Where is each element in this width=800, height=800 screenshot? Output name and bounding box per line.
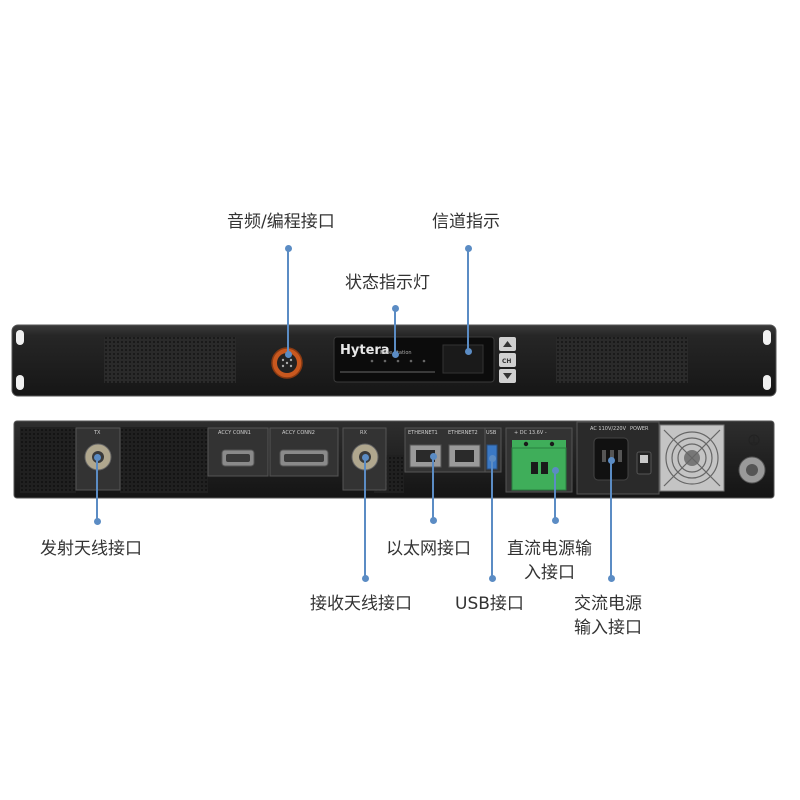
rack-hole [16,330,24,345]
callout-status: 状态指示灯 [345,273,430,293]
svg-text:TX: TX [93,430,101,436]
callout-audio-prog: 音频/编程接口 [227,212,335,232]
status-led [383,359,387,363]
leader-dot [488,454,496,462]
leader-dc [554,470,556,520]
svg-text:USB: USB [486,430,497,436]
leader-dot [93,517,101,525]
channel-display [442,344,484,374]
callout-dc: 直流电源输 入接口 [507,537,592,585]
ch-button [499,353,516,367]
rear-panel: TX ACCY CONN1 ACCY CONN2 RX ETHERNET1 ET… [13,420,775,499]
callout-tx-antenna: 发射天线接口 [40,539,142,559]
leader-dot [464,347,472,355]
leader-rx [364,457,366,578]
status-led [409,359,413,363]
svg-text:RX: RX [360,430,367,436]
svg-text:POWER: POWER [630,426,649,432]
dc-terminal-top [512,440,566,448]
rack-hole [763,330,771,345]
callout-ac-line2: 输入接口 [574,618,642,638]
status-led [396,359,400,363]
svg-text:ETHERNET1: ETHERNET1 [408,430,438,436]
leader-dot [488,574,496,582]
leader-dot [464,244,472,252]
callout-ac: 交流电源 输入接口 [574,592,642,640]
leader-dot [93,453,101,461]
leader-dot [429,452,437,460]
callout-rx-antenna: 接收天线接口 [310,594,412,614]
leader-dot [607,574,615,582]
led-label-strip [340,371,435,373]
leader-usb [491,458,493,578]
leader-dot [284,244,292,252]
callout-dc-line1: 直流电源输 [507,539,592,559]
leader-dot [361,574,369,582]
leader-audio-prog [287,246,289,354]
leader-dot [429,516,437,524]
callout-dc-line2: 入接口 [524,563,575,583]
ground-symbol-icon [748,434,760,446]
leader-dot [361,453,369,461]
leader-dot [607,456,615,464]
status-led [370,359,374,363]
rack-hole [763,375,771,390]
leader-dot [551,516,559,524]
svg-text:CH: CH [502,358,511,365]
callout-usb: USB接口 [455,594,524,614]
rear-vent-mid [120,427,208,493]
leader-dot [391,350,399,358]
callout-ac-line1: 交流电源 [574,594,642,614]
status-led [422,359,426,363]
leader-channel [467,246,469,351]
leader-ethernet [432,456,434,520]
svg-text:AC 110V/220V: AC 110V/220V [590,426,627,432]
leader-dot [551,466,559,474]
callout-ethernet: 以太网接口 [386,539,471,559]
front-vent-left [104,337,236,383]
svg-text:ETHERNET2: ETHERNET2 [448,430,478,436]
brand-logo: Hytera [340,343,390,358]
svg-text:ACCY CONN2: ACCY CONN2 [282,430,315,436]
front-panel: Hytera Base Station CH [11,324,777,397]
leader-status [394,306,396,354]
front-vent-right [556,337,688,383]
callout-channel: 信道指示 [432,212,500,232]
rear-vent-left [20,427,76,493]
leader-ac [610,460,612,578]
leader-tx [96,457,98,521]
leader-dot [284,350,292,358]
svg-text:+ DC 13.6V -: + DC 13.6V - [514,430,547,436]
rack-hole [16,375,24,390]
leader-dot [391,304,399,312]
svg-text:ACCY CONN1: ACCY CONN1 [218,430,251,436]
